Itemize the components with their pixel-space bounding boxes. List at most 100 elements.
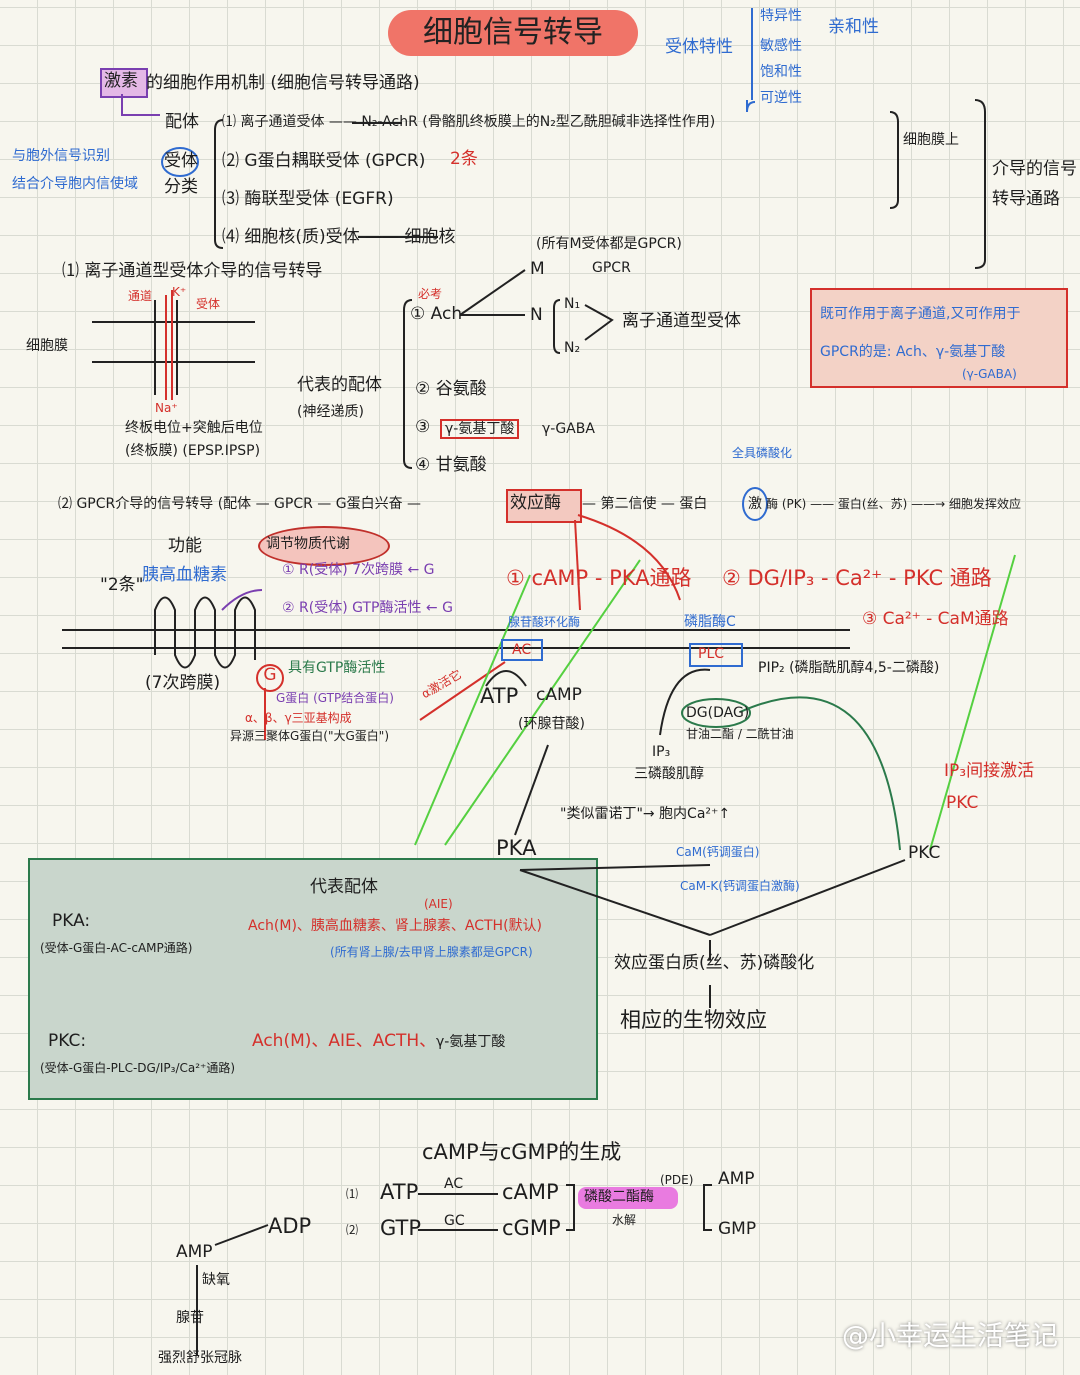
gprotein-label: G蛋白 (GTP结合蛋白) xyxy=(276,691,394,705)
potassium-label: K⁺ xyxy=(172,285,187,299)
phos-all: 全具磷酸化 xyxy=(732,446,793,460)
hormone-box xyxy=(100,68,148,98)
receptor-prop: 可逆性 xyxy=(760,90,802,106)
note-text: (γ-GABA) xyxy=(962,367,1017,381)
pip2-label: PIP₂ (磷脂酰肌醇4,5-二磷酸) xyxy=(758,660,940,676)
m-label: M xyxy=(530,259,545,279)
pkc-red: PKC xyxy=(946,793,979,813)
kinase-char: 激 xyxy=(748,496,762,512)
atp: ATP xyxy=(380,1180,419,1204)
pkc-node: PKC xyxy=(908,843,941,863)
cgmp: cGMP xyxy=(502,1216,561,1240)
pkc-ligands: Ach(M)、AIE、ACTH、 xyxy=(252,1031,437,1051)
plc-name: 磷脂酶C xyxy=(684,614,736,630)
pkc-ligands-gaba: γ-氨基丁酸 xyxy=(436,1034,506,1050)
aie-label: (AIE) xyxy=(424,897,453,911)
gtp: GTP xyxy=(380,1216,422,1240)
ip3-indirect: IP₃间接激活 xyxy=(944,761,1035,781)
dg-name: 甘油二酯 / 二酰甘油 xyxy=(686,727,794,741)
must-label: 必考 xyxy=(418,287,443,301)
n-label: N xyxy=(530,305,543,325)
amp: AMP xyxy=(718,1169,755,1189)
n1-label: N₁ xyxy=(564,296,581,312)
n2-label: N₂ xyxy=(564,340,581,356)
effector-box xyxy=(506,489,582,523)
pka-note: (所有肾上腺/去甲肾上腺素都是GPCR) xyxy=(330,945,533,959)
pka-node: PKA xyxy=(496,836,537,860)
section2-heading: 酶 (PK) —— 蛋白(丝、苏) ——→ 细胞发挥效应 xyxy=(766,497,1021,511)
receptor-prop: 特异性 xyxy=(760,8,802,24)
ligands-label: 代表的配体 xyxy=(297,375,382,395)
camk-label: CaM-K(钙调蛋白激酶) xyxy=(680,879,800,893)
section3-heading: cAMP与cGMP的生成 xyxy=(422,1140,622,1164)
on-membrane: 细胞膜上 xyxy=(903,132,959,148)
gly-item: ④ 甘氨酸 xyxy=(415,455,487,475)
gaba-item: γ-氨基丁酸 xyxy=(440,419,520,440)
classify-label: 分类 xyxy=(164,177,198,197)
ac-enzyme: AC xyxy=(444,1176,464,1192)
cam-label: CaM(钙调蛋白) xyxy=(676,845,760,859)
receptor-type: ⑵ G蛋白耦联受体 (GPCR) xyxy=(222,151,426,171)
all-m-note: (所有M受体都是GPCR) xyxy=(536,236,682,252)
ligand-label: 配体 xyxy=(165,112,199,132)
pde-name: 磷酸二酯酶 xyxy=(584,1189,654,1205)
hormone-label: 激素 xyxy=(104,71,138,91)
receptor-type: ⑶ 酶联型受体 (EGFR) xyxy=(222,189,394,209)
camp-name: (环腺苷酸) xyxy=(518,716,585,732)
function-label: 功能 xyxy=(168,536,202,556)
pka-path: (受体-G蛋白-AC-cAMP通路) xyxy=(40,941,193,955)
ach-item: ① Ach xyxy=(410,304,463,324)
camp: cAMP xyxy=(502,1180,559,1204)
regulate-oval xyxy=(258,526,390,566)
adenosine: 腺苷 xyxy=(176,1310,204,1326)
receptor-prop-extra: 亲和性 xyxy=(828,17,879,37)
receptor-type: ⑴ 离子通道受体 —— N₂-AchR (骨骼肌终板膜上的N₂型乙酰胆碱非选择性… xyxy=(222,114,716,130)
ac-label: AC xyxy=(512,642,532,658)
mediated-pathway: 转导通路 xyxy=(992,189,1060,209)
gaba-num: ③ xyxy=(415,417,431,437)
section0-heading: 的细胞作用机制 (细胞信号转导通路) xyxy=(146,73,420,93)
glu-item: ② 谷氨酸 xyxy=(415,379,487,399)
gc-enzyme: GC xyxy=(444,1213,465,1229)
section1-heading: ⑴ 离子通道型受体介导的信号转导 xyxy=(62,261,323,281)
adp: ADP xyxy=(268,1214,312,1238)
plc-label: PLC xyxy=(698,646,725,662)
hetero-label: 异源三聚体G蛋白("大G蛋白") xyxy=(230,729,390,743)
hypoxia: 缺氧 xyxy=(202,1272,230,1288)
amp-left: AMP xyxy=(176,1242,213,1262)
receptor-prop: 敏感性 xyxy=(760,38,802,54)
receptor-arrow-label: 受体 xyxy=(196,297,221,311)
dilate-coronary: 强烈舒张冠脉 xyxy=(158,1350,242,1366)
ryanodine-label: "类似雷诺丁"→ 胞内Ca²⁺↑ xyxy=(560,806,731,822)
gpcr-label: GPCR xyxy=(592,260,631,276)
seven-tm: (7次跨膜) xyxy=(145,673,221,693)
mediated-pathway: 介导的信号 xyxy=(992,159,1077,179)
path-camp-pka: ① cAMP - PKA通路 xyxy=(506,566,692,590)
potential-label: (终板膜) (EPSP.IPSP) xyxy=(125,443,261,459)
green-summary-box xyxy=(28,858,598,1100)
pde-abbr: (PDE) xyxy=(660,1173,694,1187)
glucagon-label: 胰高血糖素 xyxy=(142,565,227,585)
atp-label: ATP xyxy=(480,684,519,708)
ip3-label: IP₃ xyxy=(652,744,671,760)
membrane-label: 细胞膜 xyxy=(26,338,68,354)
receptor-type: ⑷ 细胞核(质)受体 —— 细胞核 xyxy=(222,227,456,247)
n2: ⑵ xyxy=(346,1223,359,1237)
ac-name: 腺苷酸环化酶 xyxy=(508,615,581,629)
potential-label: 终板电位+突触后电位 xyxy=(125,420,263,436)
path-dg-ip3: ② DG/IP₃ - Ca²⁺ - PKC 通路 xyxy=(722,566,992,590)
section2-heading: ⑵ GPCR介导的信号转导 (配体 — GPCR — G蛋白兴奋 — xyxy=(58,496,422,512)
effect-protein: 效应蛋白质(丝、苏)磷酸化 xyxy=(614,953,815,973)
regulate-metabolism: 调节物质代谢 xyxy=(266,536,350,552)
sodium-label: Na⁺ xyxy=(155,401,178,415)
two-items: 2条 xyxy=(450,149,478,169)
ion-receptor-label: 离子通道型受体 xyxy=(622,311,741,331)
note-text: 既可作用于离子通道,又可作用于 xyxy=(820,306,1021,322)
receptor-label: 受体 xyxy=(164,151,198,171)
dg-label: DG(DAG) xyxy=(686,705,750,721)
pka-ligands: Ach(M)、胰高血糖素、肾上腺素、ACTH(默认) xyxy=(248,918,543,934)
r1-label: ① R(受体) 7次跨膜 ← G xyxy=(282,562,435,578)
bio-effect: 相应的生物效应 xyxy=(620,1008,767,1032)
g-circle: G xyxy=(256,664,284,692)
